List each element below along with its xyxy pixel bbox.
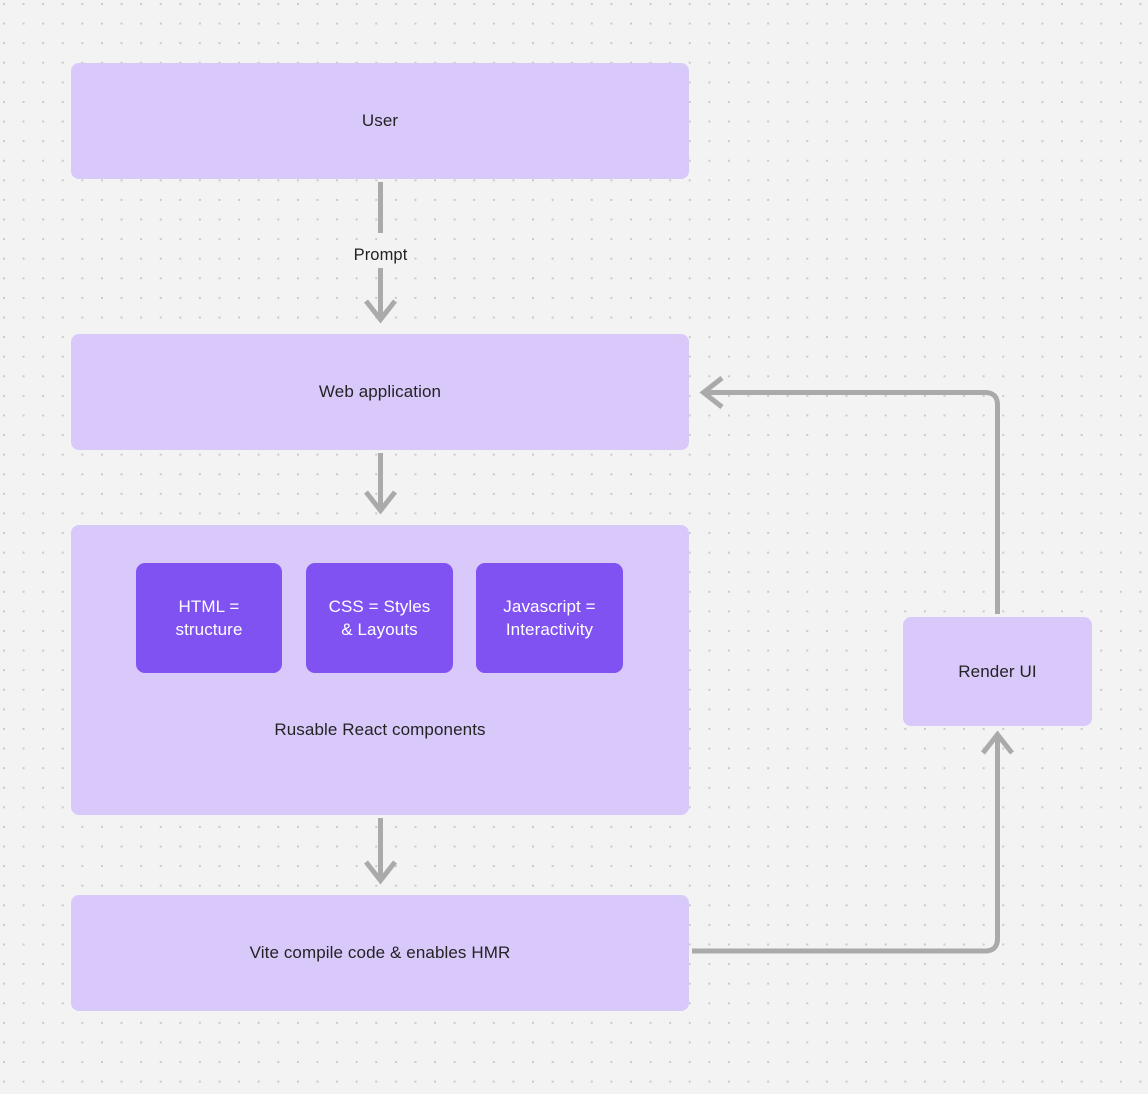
node-render-ui-label: Render UI — [958, 661, 1037, 681]
node-web-application[interactable]: Web application — [71, 334, 689, 450]
edge-vite-to-render-ui — [692, 730, 1014, 954]
node-css-label: CSS = Styles & Layouts — [328, 596, 431, 639]
arrowhead-down-icon — [364, 299, 397, 324]
node-user[interactable]: User — [71, 63, 689, 179]
node-html[interactable]: HTML = structure — [136, 563, 282, 673]
node-components-group[interactable]: HTML = structure CSS = Styles & Layouts … — [71, 525, 689, 815]
node-render-ui[interactable]: Render UI — [903, 617, 1092, 726]
node-vite[interactable]: Vite compile code & enables HMR — [71, 895, 689, 1011]
edge-components-to-vite — [364, 818, 397, 885]
edge-elbow-path — [692, 737, 1000, 954]
arrowhead-down-icon — [364, 490, 397, 515]
node-vite-label: Vite compile code & enables HMR — [249, 943, 511, 963]
arrowhead-down-icon — [364, 860, 397, 885]
edge-elbow-path — [708, 390, 1000, 614]
edge-web-application-to-components — [364, 453, 397, 515]
edge-render-ui-to-web-application — [699, 376, 1000, 614]
node-web-application-label: Web application — [318, 382, 442, 402]
node-components-group-label: Rusable React components — [71, 720, 689, 740]
node-css[interactable]: CSS = Styles & Layouts — [306, 563, 453, 673]
edge-label-prompt-text: Prompt — [353, 246, 408, 264]
node-javascript[interactable]: Javascript = Interactivity — [476, 563, 623, 673]
arrowhead-left-icon — [699, 376, 724, 409]
arrowhead-up-icon — [981, 730, 1014, 755]
node-user-label: User — [361, 111, 399, 131]
edge-label-prompt: Prompt — [345, 246, 416, 265]
node-html-label: HTML = structure — [175, 596, 243, 639]
node-javascript-label: Javascript = Interactivity — [503, 596, 596, 639]
node-components-group-label-text: Rusable React components — [274, 720, 486, 739]
